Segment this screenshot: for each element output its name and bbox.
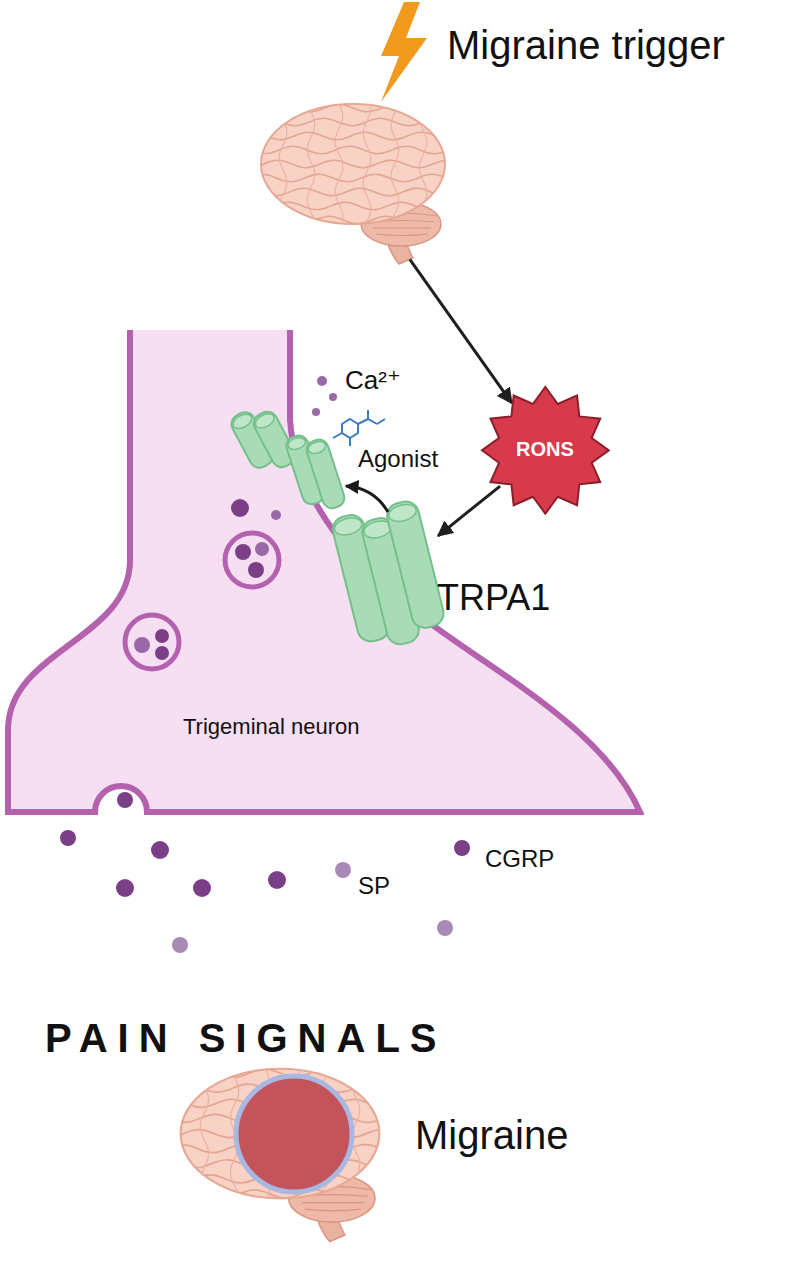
part-label: Migraine xyxy=(415,1112,568,1158)
arrow-connector xyxy=(410,259,512,403)
vesicle xyxy=(225,533,279,587)
annotation: CGRP xyxy=(485,845,554,873)
trpa1-channel xyxy=(330,499,449,654)
activation-arrow xyxy=(346,486,388,512)
lightning-bolt xyxy=(381,2,427,102)
neuron-membrane xyxy=(8,330,640,812)
part-label: Migraine trigger xyxy=(447,22,725,68)
brain-illustration xyxy=(176,1064,383,1241)
annotation: SP xyxy=(358,872,390,900)
star-burst: RONS xyxy=(480,385,611,516)
agonist-molecule xyxy=(333,410,385,446)
free-molecules xyxy=(117,376,337,808)
arrow-connector xyxy=(438,486,500,536)
neuron-fill xyxy=(8,330,640,812)
brain-illustration xyxy=(257,100,449,264)
figure-part: Trigeminal neuron TRPA1 xyxy=(0,330,645,820)
released-neuropeptides xyxy=(60,830,470,953)
part-label: Trigeminal neuron xyxy=(183,714,360,739)
figure-part: TRPA1 xyxy=(325,500,435,665)
part-label: TRPA1 xyxy=(437,577,550,618)
pain-spot xyxy=(236,1076,352,1192)
section-heading: PAIN SIGNALS xyxy=(45,1015,447,1061)
figure-part: Migraine xyxy=(180,1075,390,1215)
figure-part: Migraine trigger xyxy=(260,108,450,256)
vesicle xyxy=(125,615,179,669)
ion-channel xyxy=(284,428,347,516)
annotation: Agonist xyxy=(358,445,438,473)
annotation: Ca²⁺ xyxy=(345,366,401,396)
node-label: RONS xyxy=(516,438,574,461)
